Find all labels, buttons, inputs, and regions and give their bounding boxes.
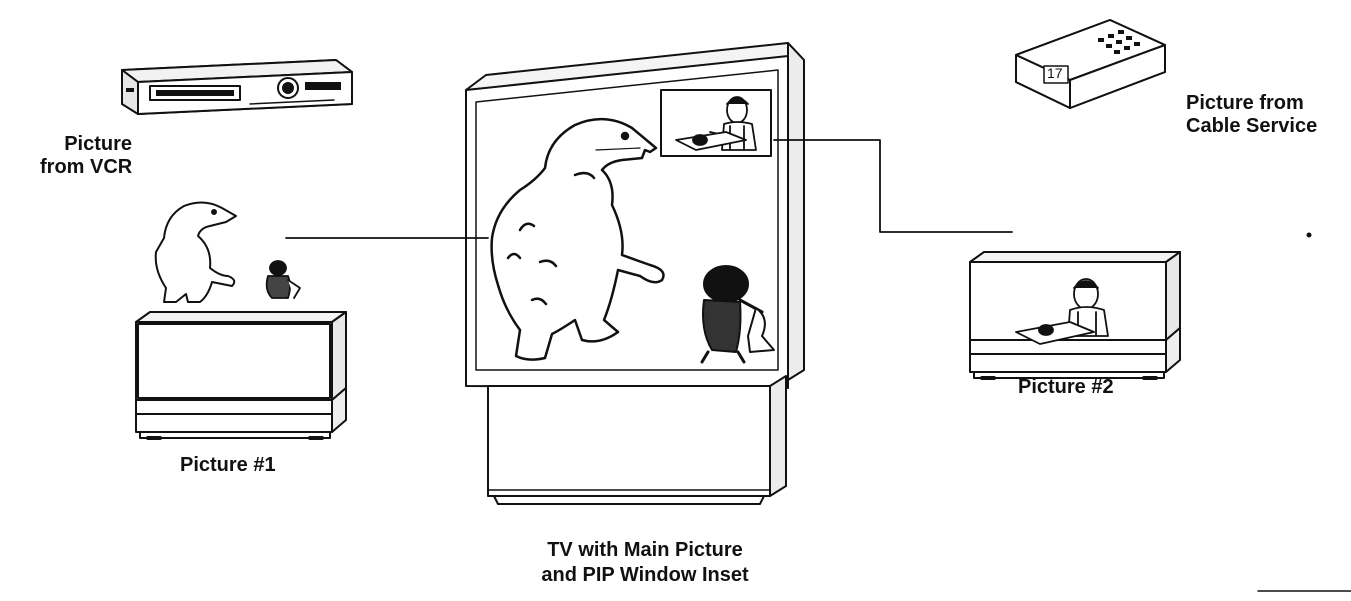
cable-box-icon bbox=[1016, 20, 1165, 108]
label-main-tv-line-2: and PIP Window Inset bbox=[510, 563, 780, 588]
label-cable-line-2: Cable Service bbox=[1186, 115, 1317, 138]
label-picture-2: Picture #2 bbox=[1018, 376, 1114, 399]
label-picture-from-cable: Picture from Cable Service bbox=[1186, 92, 1317, 138]
pip-window bbox=[661, 90, 771, 156]
label-cable-line-1: Picture from bbox=[1186, 92, 1317, 115]
vcr-icon bbox=[122, 60, 352, 114]
label-main-tv: TV with Main Picture and PIP Window Inse… bbox=[510, 538, 780, 588]
connector-line-2 bbox=[774, 140, 1012, 232]
label-main-tv-line-1: TV with Main Picture bbox=[510, 538, 780, 563]
caveman-figure-tv1 bbox=[267, 261, 300, 298]
cable-box-channel: 17 bbox=[1047, 65, 1063, 81]
label-vcr-line-1: Picture bbox=[40, 133, 132, 156]
stray-dot bbox=[1307, 233, 1312, 238]
dinosaur-figure-tv1 bbox=[156, 202, 236, 302]
label-picture-from-vcr: Picture from VCR bbox=[40, 133, 132, 179]
label-vcr-line-2: from VCR bbox=[40, 156, 132, 179]
tv-picture-1 bbox=[136, 312, 346, 438]
label-picture-1: Picture #1 bbox=[180, 454, 276, 477]
